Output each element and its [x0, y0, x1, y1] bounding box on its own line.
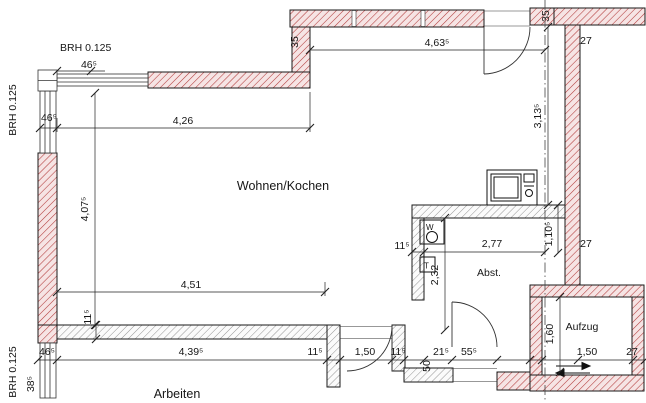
- dim-right-wall-thickness-mid: 27: [580, 238, 592, 250]
- brh-label-left-upper: BRH 0.125: [7, 84, 19, 136]
- window-joint: [420, 10, 426, 27]
- windows: [37, 69, 149, 399]
- exterior-walls: [37, 7, 646, 392]
- dimension-ticks: [33, 22, 646, 377]
- dimension-system: [33, 22, 646, 377]
- dim-door-jamb-right: 11⁵: [390, 346, 405, 358]
- door-swing-storage: [451, 301, 498, 348]
- dim-living-height: 4,07⁵: [79, 197, 91, 222]
- dim-bottom-left-wall: 38⁵: [25, 376, 37, 392]
- dim-corridor-seg-b: 21⁵: [433, 346, 449, 358]
- washer-label: W: [426, 223, 434, 232]
- fixtures: W T: [419, 169, 592, 378]
- dim-storage-wall-thickness: 11⁵: [394, 240, 409, 252]
- dim-top-wall-thickness: 35: [289, 36, 301, 48]
- wall-storage-left: [411, 217, 425, 301]
- wall-elevator-bottom: [529, 374, 645, 392]
- dryer-label: T: [424, 262, 429, 271]
- interior-walls: [56, 204, 566, 388]
- dim-storage-width: 2,77: [482, 238, 503, 250]
- wall-storage-top: [411, 204, 566, 219]
- dim-door-width: 1,50: [355, 346, 376, 358]
- dimension-lines: [38, 27, 645, 372]
- wall-top-right-segment: [553, 7, 646, 26]
- dim-work-width: 4,39⁵: [179, 346, 204, 358]
- wall-storage-bottom: [403, 367, 454, 383]
- wall-elevator-left: [529, 296, 543, 376]
- dim-right-height-mid: 1,10⁵: [543, 222, 555, 247]
- window-joint: [351, 10, 357, 27]
- dim-elevator-wall-thickness: 27: [626, 346, 638, 358]
- wall-left-main: [37, 152, 58, 326]
- room-label-storage: Abst.: [477, 267, 501, 279]
- dim-storage-depth: 2,32: [429, 265, 441, 286]
- room-label-living-kitchen: Wohnen/Kochen: [237, 179, 329, 193]
- brh-label-top: BRH 0.125: [60, 42, 112, 54]
- wall-upper-left-horizontal: [147, 71, 311, 89]
- door-swing-bottom: [346, 325, 393, 372]
- wall-bottom-right-exterior: [496, 371, 531, 391]
- dim-upper-left-window: 46⁵: [81, 59, 97, 71]
- wall-right-main: [564, 24, 581, 288]
- wall-door-jamb-left: [326, 324, 341, 388]
- dim-top-width: 4,63⁵: [425, 37, 450, 49]
- dim-left-upper-offset: 46⁵: [41, 112, 57, 124]
- dim-corridor-seg-a: 50: [421, 360, 433, 372]
- wall-step-vertical: [291, 26, 311, 75]
- dim-elevator-depth: 1,50: [577, 346, 598, 358]
- dim-door-jamb-left: 11⁵: [307, 346, 322, 358]
- room-label-work: Arbeiten: [154, 387, 201, 401]
- dim-elevator-width: 1,60: [544, 324, 556, 345]
- dim-right-wall-thickness-top: 27: [580, 35, 592, 47]
- kitchen-sink-icon: [486, 169, 538, 206]
- window-top-left: [56, 73, 149, 87]
- wall-elevator-top: [529, 284, 645, 298]
- dim-bottom-wall-thickness: 11⁵: [82, 309, 94, 324]
- room-label-elevator: Aufzug: [566, 321, 599, 333]
- brh-label-left-lower: BRH 0.125: [7, 346, 19, 398]
- window-left-lower: [39, 342, 57, 399]
- wall-top-left-segment: [289, 9, 485, 28]
- dim-corridor-seg-c: 55⁵: [461, 346, 477, 358]
- elevator-direction-arrows-icon: [554, 361, 592, 378]
- washing-machine-icon: W: [419, 219, 445, 245]
- dim-bottom-left-offset: 46⁵: [39, 346, 55, 358]
- doors: [340, 10, 531, 382]
- dim-top-right-wall-thickness: 35: [540, 10, 552, 22]
- wall-left-lower: [37, 324, 58, 344]
- door-swing-top: [483, 26, 531, 75]
- dim-living-width-bottom: 4,51: [181, 279, 202, 291]
- labels: BRH 0.125 BRH 0.125 BRH 0.125 46⁵ 46⁵ 4,…: [7, 10, 638, 401]
- dim-living-width-top: 4,26: [173, 115, 194, 127]
- dim-right-height-upper: 3,13⁵: [532, 104, 544, 129]
- dryer-icon: T: [419, 256, 436, 273]
